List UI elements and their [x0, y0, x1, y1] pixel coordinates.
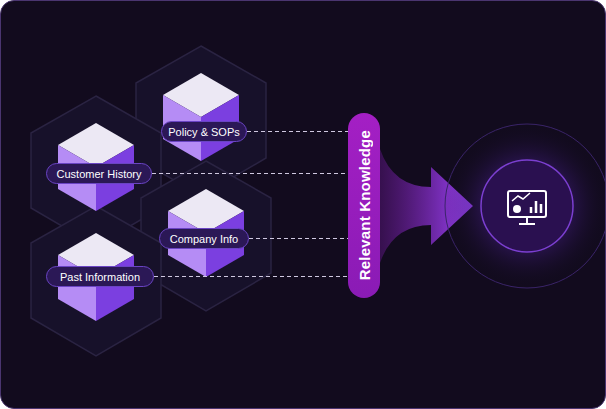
- target-circle: [481, 160, 573, 252]
- node-text: Policy & SOPs: [168, 126, 240, 138]
- dashboard-icon: [508, 191, 546, 224]
- dashed-connector: [152, 173, 348, 174]
- hex-background: [31, 46, 271, 356]
- glow-ring: [445, 124, 606, 288]
- connector-line: [249, 238, 348, 239]
- connector-line: [154, 276, 348, 277]
- source-pill: Company Info: [159, 228, 249, 249]
- source-pill: Past Information: [46, 266, 154, 287]
- dashed-connector: [247, 131, 348, 132]
- node-text: Relevant Knowledge: [356, 130, 373, 280]
- node-text: Customer History: [57, 168, 142, 180]
- dashed-connector: [249, 238, 348, 239]
- source-pill: Customer History: [46, 163, 152, 184]
- connector-line: [152, 173, 348, 174]
- dashed-connector: [154, 276, 348, 277]
- node-text: Past Information: [60, 271, 140, 283]
- source-pill: Policy & SOPs: [161, 121, 247, 142]
- knowledge-band: Relevant Knowledge: [348, 113, 380, 298]
- connector-line: [247, 131, 348, 132]
- node-text: Company Info: [170, 233, 238, 245]
